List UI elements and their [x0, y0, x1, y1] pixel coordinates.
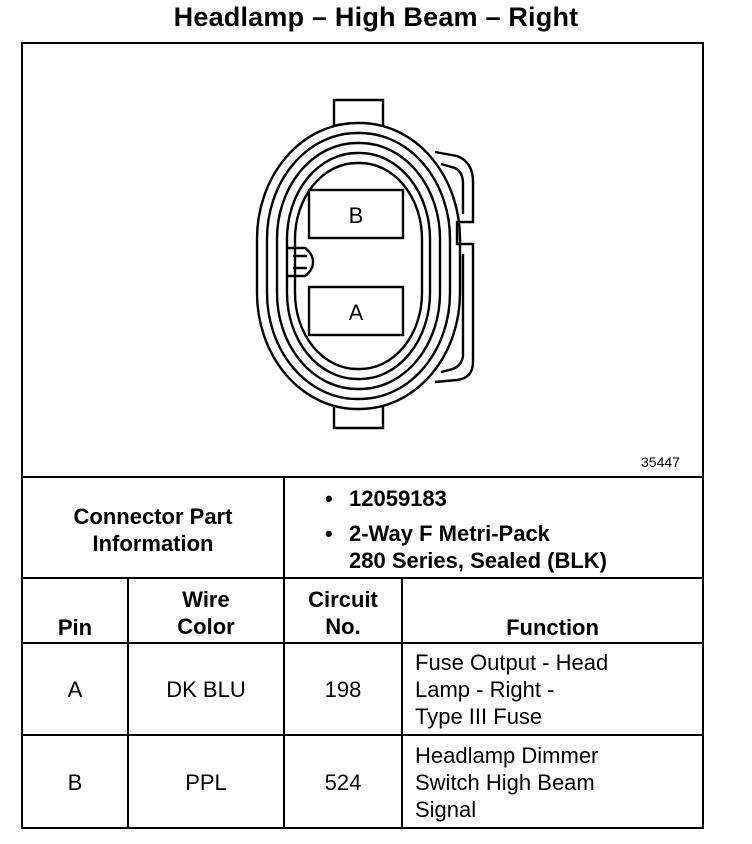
row-a-function: Fuse Output - Head Lamp - Right - Type I…	[415, 649, 700, 730]
figure-number: 35447	[641, 454, 680, 470]
bottom-key-tab	[332, 406, 385, 430]
bullet-part-number: •	[325, 486, 333, 511]
header-wire-color-line2: Color	[177, 614, 235, 639]
divider-col-2	[283, 644, 285, 827]
pin-a-label: A	[349, 300, 364, 325]
connector-sheet: B A 35447 Connector Part Information • 1…	[21, 42, 704, 829]
divider-col-3	[401, 579, 403, 827]
row-b-function: Headlamp Dimmer Switch High Beam Signal	[415, 742, 700, 823]
connector-info-label-line1: Connector Part	[73, 504, 233, 529]
header-wire-color-line1: Wire	[182, 587, 230, 612]
divider-row	[23, 734, 702, 736]
row-a-wire-color: DK BLU	[166, 677, 246, 702]
connector-drawing: B A 35447	[23, 44, 702, 478]
row-a-circuit: 198	[324, 677, 362, 702]
row-b-function-line1: Headlamp Dimmer	[415, 743, 599, 768]
connector-description-line1: 2-Way F Metri-Pack	[349, 521, 550, 546]
divider-col-1	[127, 579, 129, 827]
connector-face-diagram: B A	[255, 98, 475, 430]
row-b-circuit: 524	[324, 770, 362, 795]
divider-drawing	[23, 476, 702, 478]
left-notch	[287, 246, 315, 278]
header-circuit-line2: No.	[325, 614, 361, 639]
locking-latch	[434, 150, 475, 384]
divider-info	[23, 577, 702, 579]
connector-description: 2-Way F Metri-Pack 280 Series, Sealed (B…	[349, 520, 607, 574]
top-key-tab	[332, 98, 385, 126]
row-b-function-line2: Switch High Beam	[415, 770, 595, 795]
pin-b-label: B	[349, 203, 364, 228]
row-b-pin: B	[67, 770, 83, 795]
connector-info-label: Connector Part Information	[23, 503, 283, 557]
divider-info-column	[283, 478, 285, 642]
header-circuit: Circuit No.	[285, 586, 401, 640]
part-number: 12059183	[349, 486, 447, 511]
inner-cavity-wall	[293, 161, 424, 371]
row-b-wire-color: PPL	[185, 770, 227, 795]
bullet-description: •	[325, 521, 333, 546]
row-a-function-line3: Type III Fuse	[415, 704, 543, 729]
row-b-function-line3: Signal	[415, 797, 477, 822]
outer-shell	[255, 121, 462, 411]
page-title: Headlamp – High Beam – Right	[173, 2, 579, 32]
pin-a-cavity	[307, 285, 405, 337]
connector-info-label-line2: Information	[92, 531, 214, 556]
header-pin: Pin	[57, 615, 93, 640]
header-circuit-line1: Circuit	[308, 587, 378, 612]
pin-b-cavity	[307, 188, 405, 240]
connector-description-line2: 280 Series, Sealed (BLK)	[349, 548, 608, 573]
row-a-function-line1: Fuse Output - Head	[415, 650, 609, 675]
row-a-pin: A	[67, 677, 83, 702]
header-wire-color: Wire Color	[129, 586, 283, 640]
row-a-function-line2: Lamp - Right -	[415, 677, 555, 702]
divider-header	[23, 642, 702, 644]
header-function: Function	[506, 615, 599, 640]
